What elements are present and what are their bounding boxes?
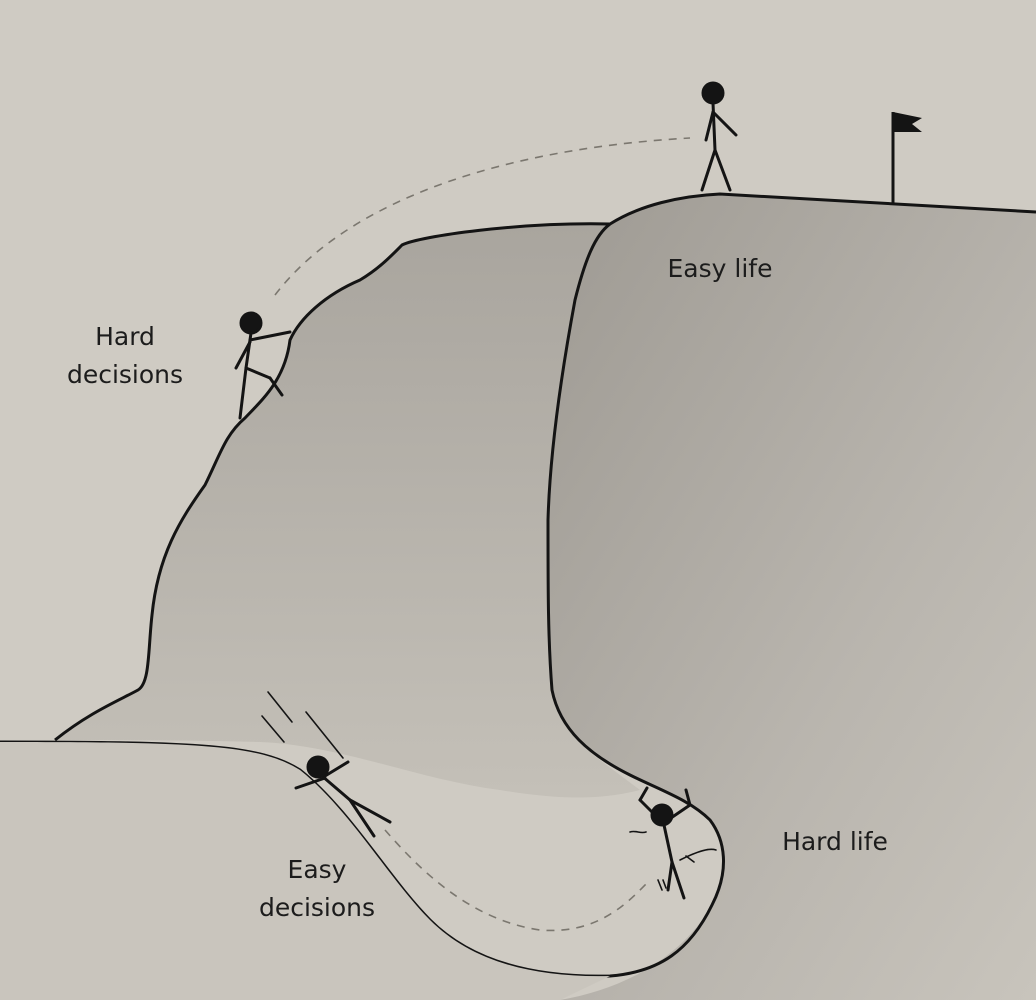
flag-icon [891,112,922,203]
climbing-figure-icon [234,311,292,420]
right-cliff-outline [0,192,1036,978]
label-hard-decisions: Hard decisions [40,318,210,394]
label-easy-decisions: Easy decisions [232,851,402,927]
dashed-arc-top [274,137,691,296]
sliding-figure-icon [294,755,392,838]
walking-figure-icon [700,81,738,192]
dashed-arc-bottom [384,829,651,932]
lower-ground [0,742,610,1000]
label-easy-life: Easy life [667,254,773,283]
left-hill [55,223,640,798]
crack-marks-icon [629,830,717,891]
label-hard-decisions-line1: Hard [95,322,155,351]
motion-lines-icon [261,691,344,759]
label-hard-life: Hard life [782,827,888,856]
trapped-figure-icon [638,786,692,900]
right-cliff [548,194,1036,1000]
label-easy-decisions-line1: Easy [287,855,347,884]
label-easy-decisions-line2: decisions [258,893,376,922]
left-hill-outline [54,222,611,742]
label-hard-decisions-line2: decisions [66,360,184,389]
